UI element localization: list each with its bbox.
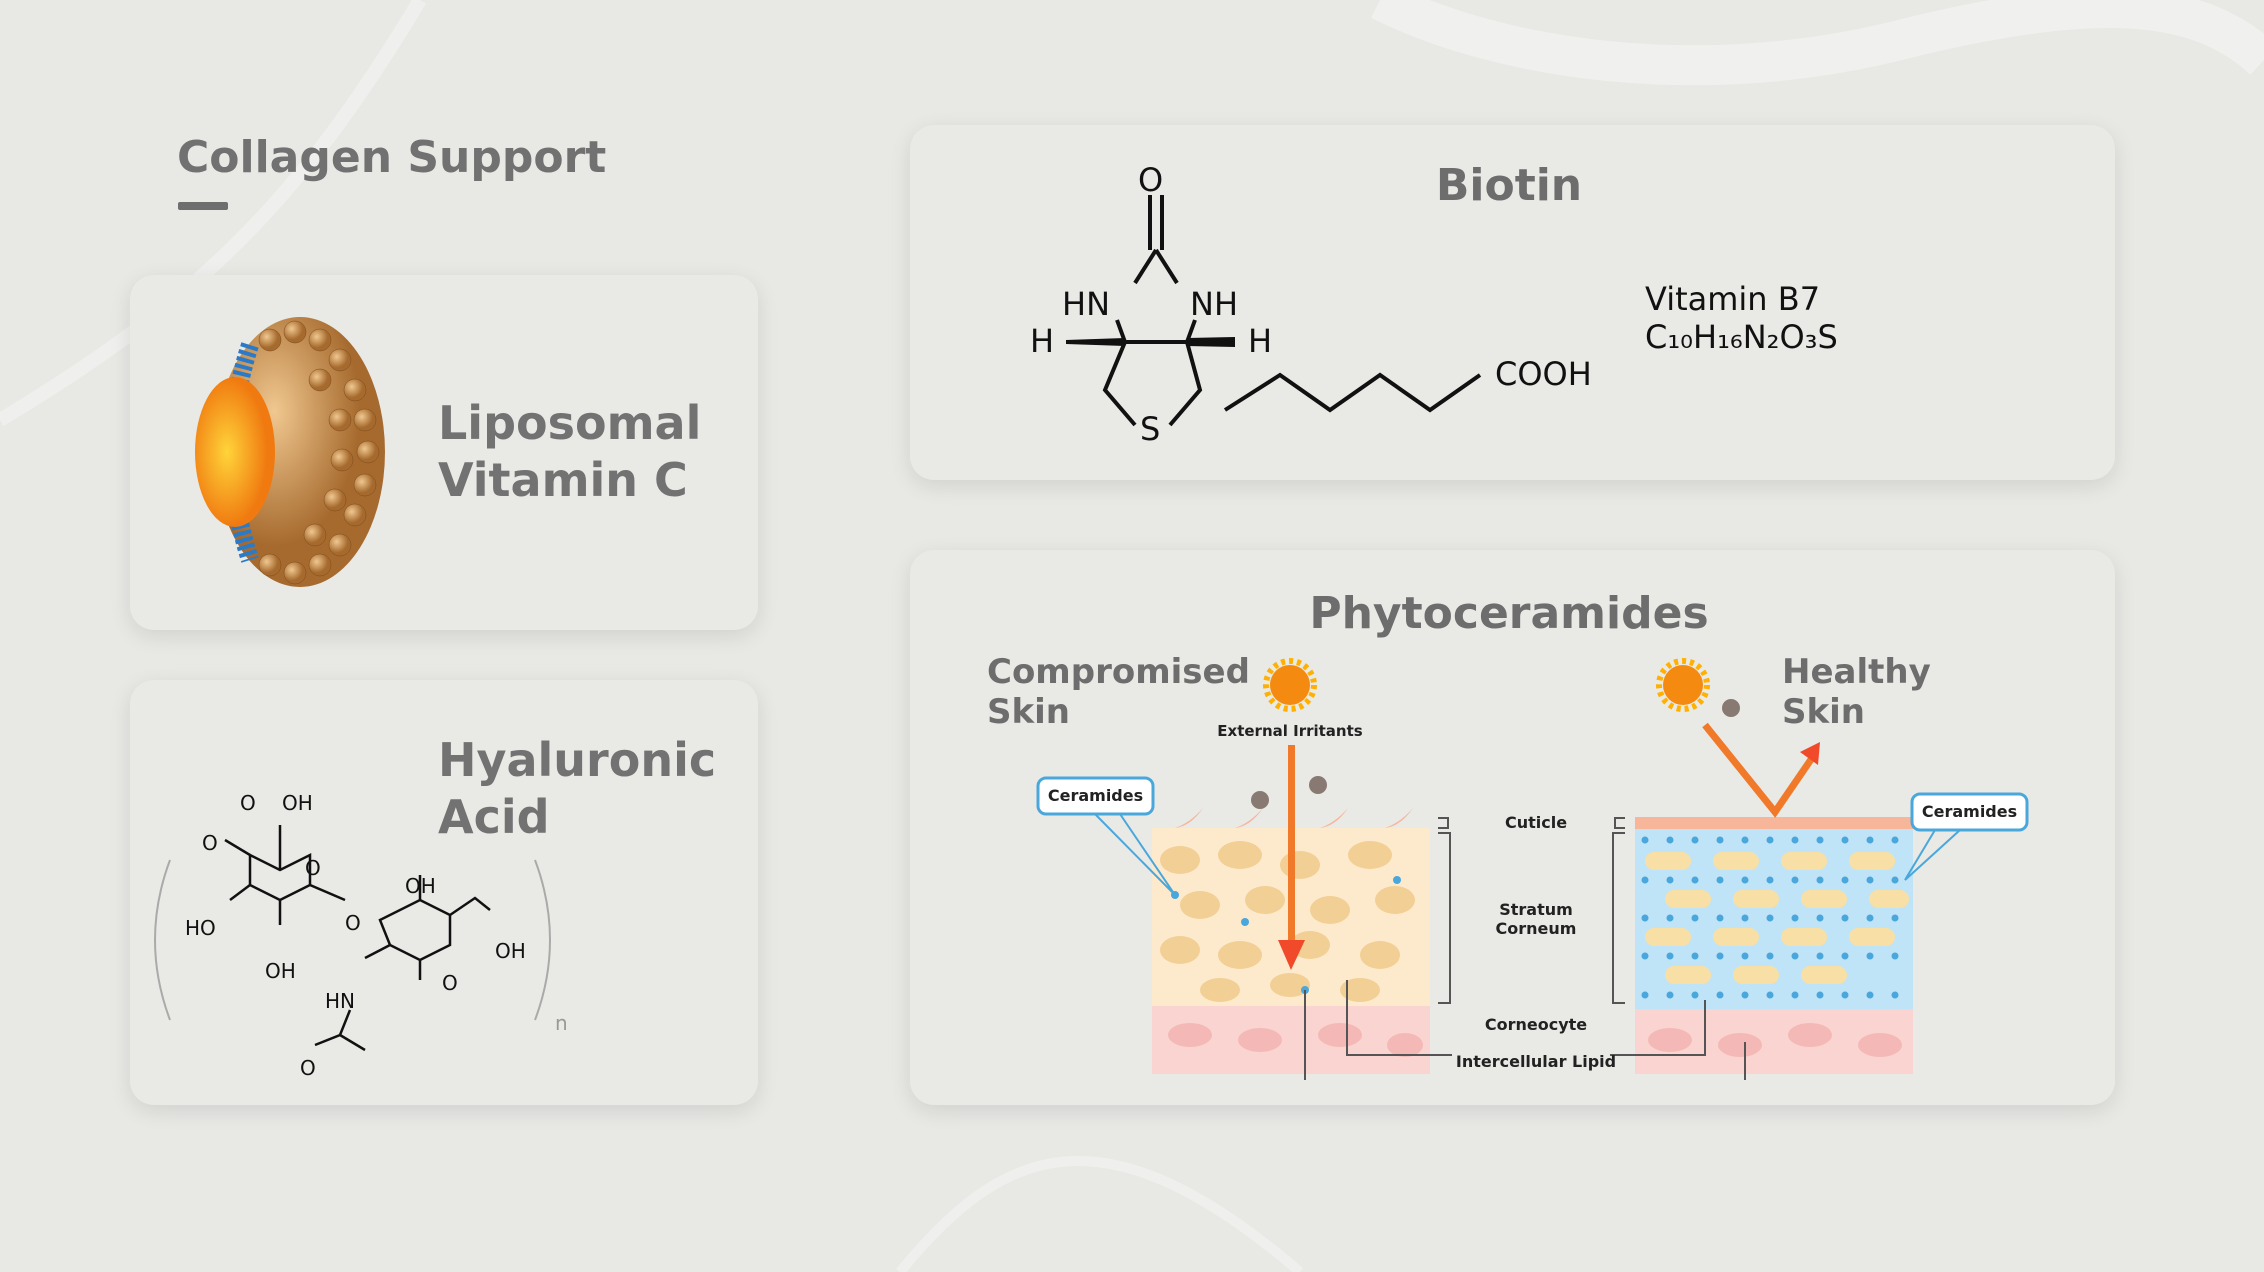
atom: S <box>1140 410 1160 448</box>
biotin-formula: C₁₀H₁₆N₂O₃S <box>1645 318 1838 356</box>
atom: HN <box>1062 285 1110 323</box>
atom: O <box>240 791 256 815</box>
atom: OH <box>265 959 296 983</box>
liposomal-line1: Liposomal <box>438 396 702 450</box>
biotin-card <box>910 125 2115 480</box>
external-irritants-label: External Irritants <box>1217 722 1363 740</box>
biotin-structure: O HN NH H H S COOH <box>1030 161 1592 448</box>
atom: O <box>305 856 321 880</box>
ceramides-callout-right: Ceramides <box>1921 802 2018 821</box>
atom: HN <box>325 989 355 1013</box>
biotin-subtitle: Vitamin B7 <box>1645 280 1821 318</box>
biotin-info: Vitamin B7 C₁₀H₁₆N₂O₃S <box>1645 280 1838 356</box>
atom: O <box>345 911 361 935</box>
hyaluronic-structure: O OH O O HO OH O OH OH O HN O n <box>154 791 568 1080</box>
hyaluronic-label: Hyaluronic Acid <box>438 732 716 846</box>
atom: O <box>300 1056 316 1080</box>
healthy-skin-label: Healthy Skin <box>1782 652 1931 732</box>
biotin-title: Biotin <box>1435 160 1583 211</box>
atom: O <box>442 971 458 995</box>
page-title: Collagen Support <box>177 132 607 183</box>
atom: O <box>1138 161 1163 199</box>
skin-diagram <box>1036 658 2029 1080</box>
title-underline <box>178 202 228 210</box>
atom: COOH <box>1495 355 1592 393</box>
stratum-corneum-label: Stratum Corneum <box>1495 900 1577 938</box>
hyaluronic-card <box>130 680 758 1105</box>
liposomal-label: Liposomal Vitamin C <box>438 395 701 509</box>
atom: H <box>1248 322 1272 360</box>
atom: HO <box>185 916 216 940</box>
corneocyte-label: Corneocyte <box>1484 1015 1588 1034</box>
hyaluronic-line1: Hyaluronic <box>438 733 717 787</box>
atom: n <box>555 1011 568 1035</box>
atom: O <box>202 831 218 855</box>
liposome-illustration <box>195 317 385 587</box>
phyto-title: Phytoceramides <box>1309 588 1709 639</box>
hyaluronic-line2: Acid <box>438 790 550 844</box>
liposomal-line2: Vitamin C <box>438 453 688 507</box>
compromised-skin-label: Compromised Skin <box>987 652 1250 732</box>
atom: H <box>1030 322 1054 360</box>
ceramides-callout-left: Ceramides <box>1047 786 1144 805</box>
atom: OH <box>282 791 313 815</box>
cuticle-label: Cuticle <box>1504 813 1568 832</box>
atom: NH <box>1190 285 1238 323</box>
atom: OH <box>405 874 436 898</box>
intercellular-lipid-label: Intercellular Lipid <box>1455 1052 1617 1071</box>
atom: OH <box>495 939 526 963</box>
